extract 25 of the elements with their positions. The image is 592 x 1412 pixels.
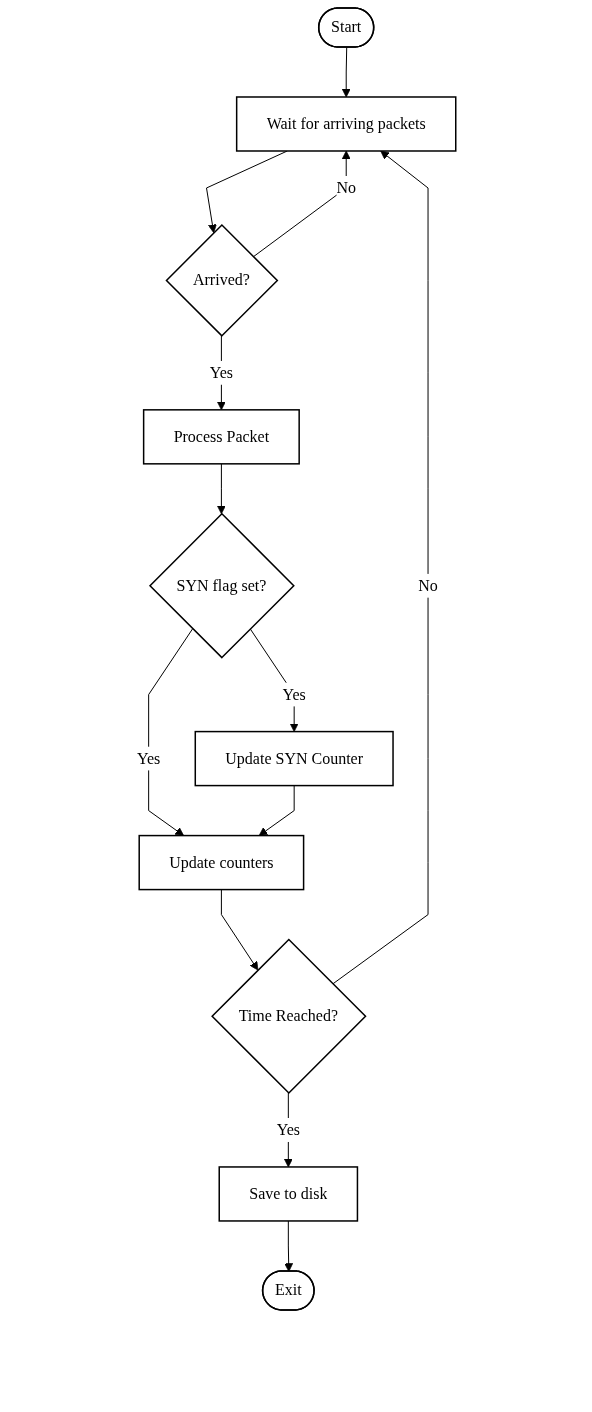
arrow bbox=[283, 1220, 293, 1272]
node-diamond: Time Reached? bbox=[210, 938, 367, 1095]
edge-label: Yes bbox=[209, 363, 233, 381]
arrow bbox=[341, 47, 351, 98]
node-box: Update counters bbox=[138, 834, 304, 891]
arrow bbox=[216, 463, 226, 515]
arrow bbox=[283, 1092, 293, 1168]
edge-label: Yes bbox=[136, 749, 160, 767]
arrow bbox=[258, 785, 295, 836]
edge-label: No bbox=[336, 178, 356, 196]
edge-label: No bbox=[417, 576, 438, 594]
arrow bbox=[249, 628, 299, 732]
node-diamond: SYN flag set? bbox=[148, 512, 295, 659]
node-box: Wait for arriving packets bbox=[235, 96, 457, 152]
edge-label: Yes bbox=[282, 685, 306, 703]
arrow bbox=[147, 628, 193, 836]
node-box: Process Packet bbox=[142, 409, 300, 465]
edge-label: Yes bbox=[276, 1120, 300, 1138]
arrow bbox=[205, 150, 288, 234]
node-diamond: Arrived? bbox=[165, 223, 278, 337]
node-box: Save to disk bbox=[218, 1166, 358, 1222]
node-box: Update SYN Counter bbox=[194, 730, 394, 787]
arrow bbox=[220, 889, 258, 971]
arrow bbox=[331, 150, 429, 985]
arrow bbox=[252, 150, 351, 258]
